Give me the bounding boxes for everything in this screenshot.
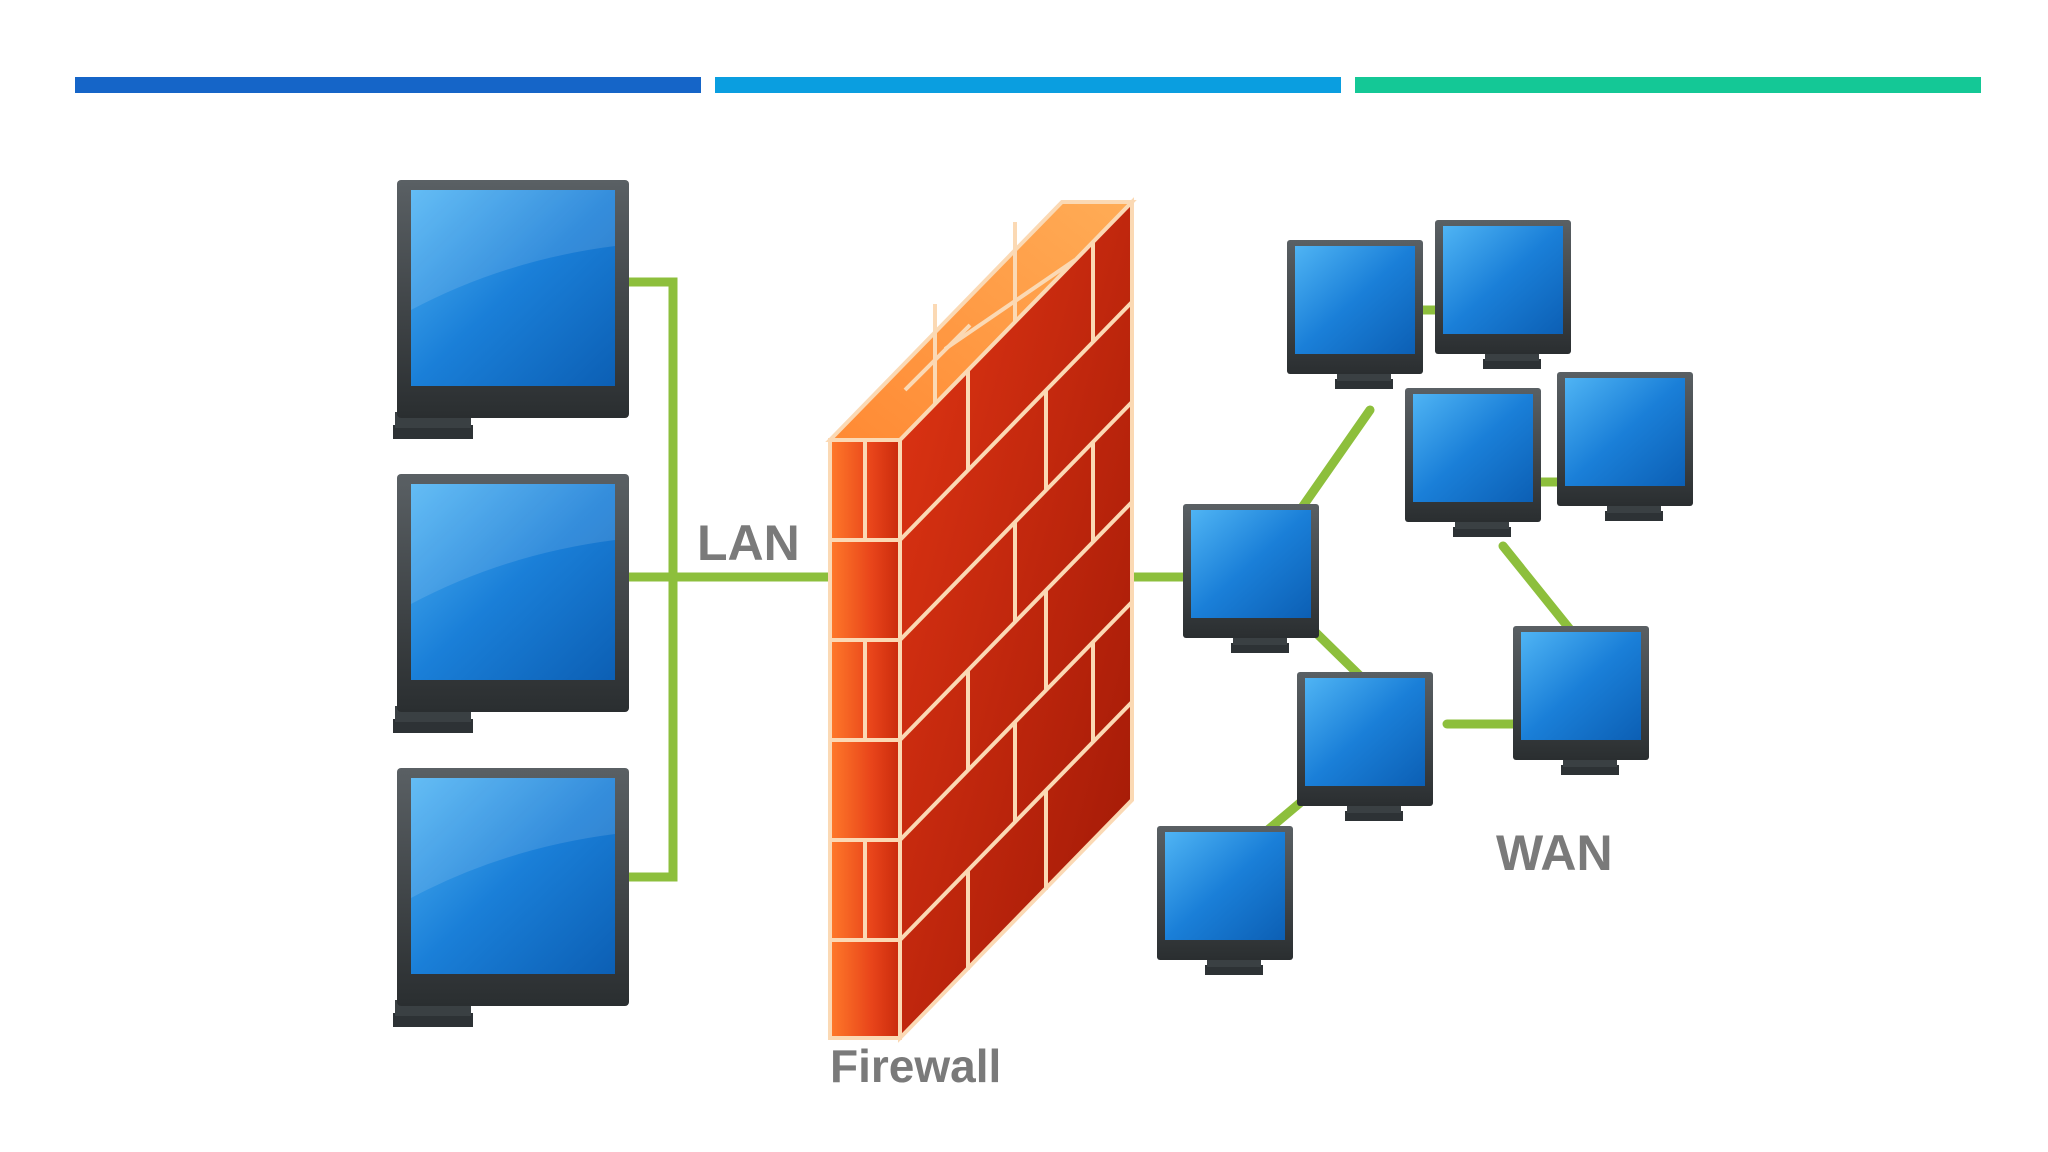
lan-computer-1 — [393, 180, 629, 439]
lan-label: LAN — [697, 515, 800, 571]
wan-label: WAN — [1496, 825, 1613, 881]
wan-computer-2 — [1435, 220, 1571, 369]
wan-computer-4 — [1557, 372, 1693, 521]
firewall-label: Firewall — [830, 1040, 1001, 1092]
wan-computer-5 — [1183, 504, 1319, 653]
wan-computer-6 — [1513, 626, 1649, 775]
accent-bar-cyan — [715, 77, 1341, 93]
firewall-wall — [825, 197, 1137, 1043]
wan-computer-8 — [1157, 826, 1293, 975]
lan-computers — [393, 180, 629, 1027]
wan-computers — [1157, 220, 1693, 975]
wan-computer-3 — [1405, 388, 1541, 537]
lan-computer-2 — [393, 474, 629, 733]
wan-computer-7 — [1297, 672, 1433, 821]
accent-bar-blue — [75, 77, 701, 93]
accent-bar-green — [1355, 77, 1981, 93]
network-firewall-diagram: LAN Firewall WAN — [393, 180, 1693, 1093]
lan-computer-3 — [393, 768, 629, 1027]
wan-computer-1 — [1287, 240, 1423, 389]
